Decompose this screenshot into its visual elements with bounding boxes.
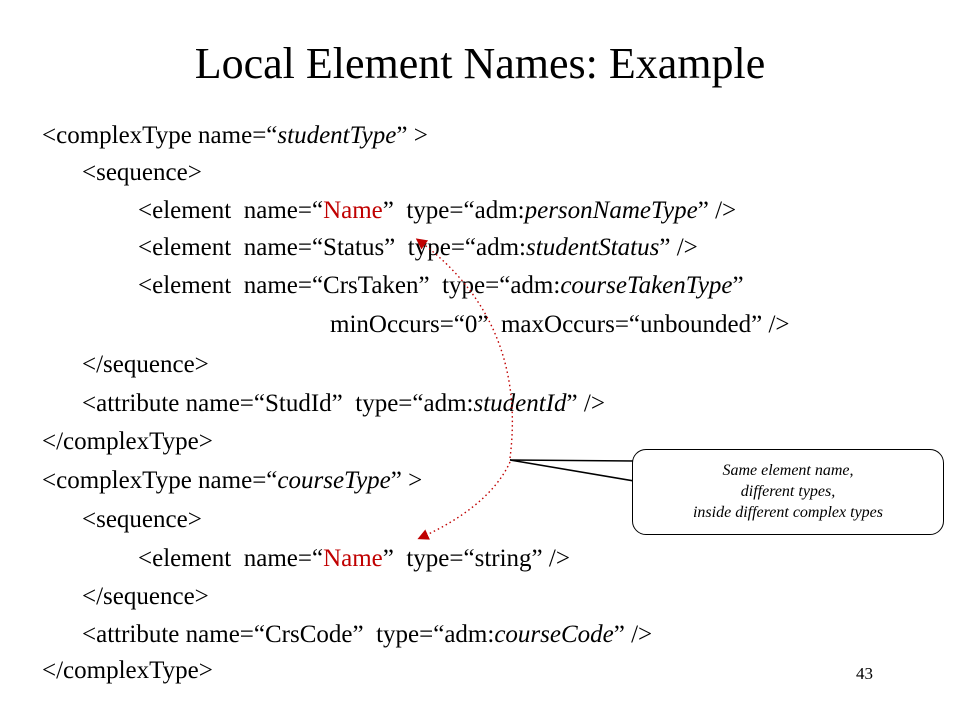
code-text: <attribute name=“CrsCode” type=“adm: bbox=[82, 621, 495, 648]
code-text: ” > bbox=[396, 122, 428, 149]
code-line-4: <element name=“Status” type=“adm:student… bbox=[138, 233, 698, 263]
callout-line-1: Same element name, bbox=[722, 462, 854, 479]
page-number: 43 bbox=[856, 664, 873, 683]
code-text: ” bbox=[732, 272, 744, 299]
element-name-highlight: Name bbox=[323, 545, 383, 572]
code-text: <attribute name=“StudId” type=“adm: bbox=[82, 390, 474, 417]
code-text: <element name=“ bbox=[138, 545, 324, 572]
callout-line-3: inside different complex types bbox=[692, 504, 883, 521]
code-text: ” /> bbox=[566, 390, 605, 417]
code-line-13: </sequence> bbox=[82, 583, 209, 610]
code-text: <element name=“ bbox=[138, 197, 324, 224]
type-name: courseType bbox=[277, 467, 391, 494]
code-line-9: </complexType> bbox=[42, 428, 213, 455]
type-name: courseTakenType bbox=[560, 272, 733, 299]
arrow-to-second-name bbox=[417, 461, 511, 540]
code-line-1: <complexType name=“studentType” > bbox=[42, 121, 428, 151]
code-line-14: <attribute name=“CrsCode” type=“adm:cour… bbox=[82, 620, 652, 650]
code-line-15: </complexType> bbox=[42, 657, 213, 684]
type-name: studentId bbox=[473, 390, 567, 417]
code-text: <complexType name=“ bbox=[42, 122, 278, 149]
element-name-highlight: Name bbox=[323, 197, 383, 224]
callout-box bbox=[632, 449, 944, 535]
code-text: ” /> bbox=[659, 234, 698, 261]
code-text: ” type=“adm: bbox=[382, 197, 525, 224]
type-name: studentType bbox=[277, 122, 397, 149]
code-line-2: <sequence> bbox=[82, 159, 202, 186]
callout-text: Same element name, different types, insi… bbox=[632, 460, 944, 523]
code-line-8: <attribute name=“StudId” type=“adm:stude… bbox=[82, 389, 605, 419]
code-line-12: <element name=“Name” type=“string” /> bbox=[138, 544, 570, 574]
code-text: ” /> bbox=[613, 621, 653, 648]
code-text: ” type=“string” /> bbox=[382, 545, 570, 572]
type-name: courseCode bbox=[494, 621, 614, 648]
callout-pointer bbox=[509, 459, 641, 483]
slide-title: Local Element Names: Example bbox=[194, 39, 766, 88]
code-text: ” > bbox=[390, 467, 423, 494]
code-line-7: </sequence> bbox=[82, 351, 209, 378]
code-text: <element name=“Status” type=“adm: bbox=[138, 234, 527, 261]
type-name: studentStatus bbox=[526, 234, 660, 261]
callout-line-2: different types, bbox=[740, 483, 836, 500]
code-text: <complexType name=“ bbox=[42, 467, 278, 494]
code-line-3: <element name=“Name” type=“adm:personNam… bbox=[138, 196, 736, 226]
code-line-11: <sequence> bbox=[82, 506, 202, 533]
code-text: ” /> bbox=[697, 197, 737, 224]
code-line-6: minOccurs=“0” maxOccurs=“unbounded” /> bbox=[330, 311, 790, 338]
code-line-5: <element name=“CrsTaken” type=“adm:cours… bbox=[138, 271, 744, 301]
type-name: personNameType bbox=[524, 197, 698, 224]
code-text: <element name=“CrsTaken” type=“adm: bbox=[138, 272, 561, 299]
code-line-10: <complexType name=“courseType” > bbox=[42, 466, 422, 496]
